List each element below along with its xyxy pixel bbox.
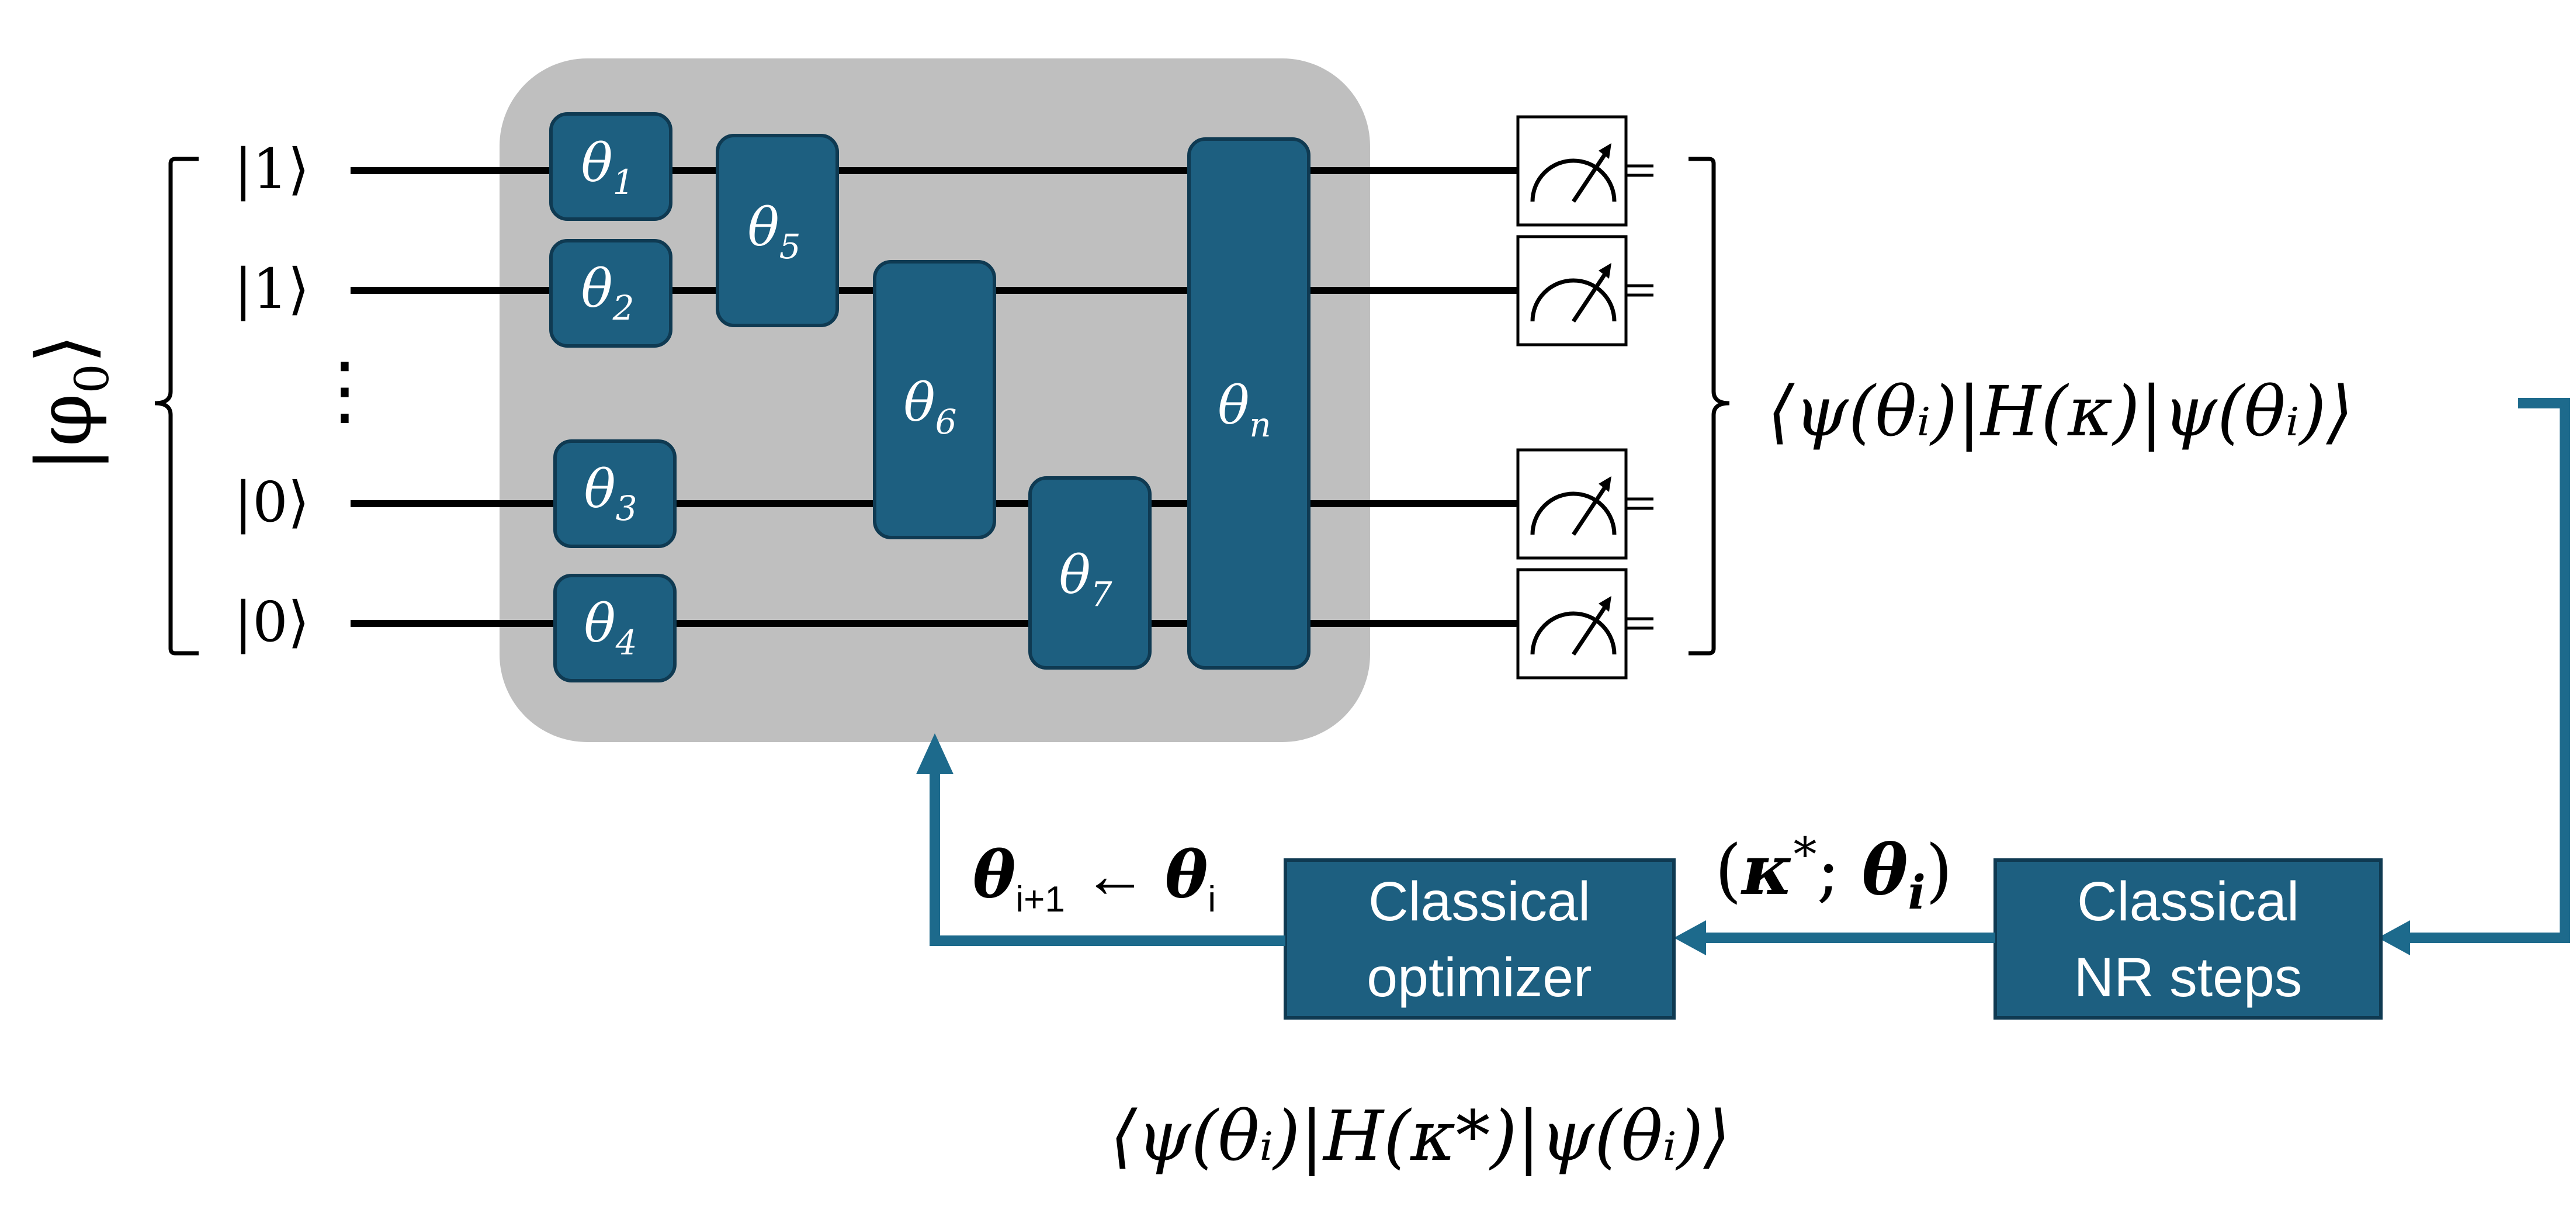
svg-text:θ5: θ5 bbox=[747, 197, 800, 266]
expectation-bottom: ⟨ψ(θᵢ)|H(κ*)|ψ(θᵢ)⟩ bbox=[1110, 1096, 1731, 1176]
qubit-label: |0⟩ bbox=[234, 590, 310, 654]
qubit-ellipsis: ⋮ bbox=[307, 345, 383, 434]
gate-theta-1: θ1 bbox=[549, 112, 672, 221]
measure-icon bbox=[1516, 448, 1628, 560]
qubit-label: |1⟩ bbox=[234, 257, 310, 321]
initial-state-label: |φ0⟩ bbox=[20, 334, 119, 472]
svg-text:NR steps: NR steps bbox=[2074, 947, 2303, 1008]
gate-theta-7: θ7 bbox=[1028, 476, 1152, 670]
svg-text:Classical: Classical bbox=[1368, 871, 1590, 933]
qubit-label: |0⟩ bbox=[234, 470, 310, 535]
expectation-top: ⟨ψ(θᵢ)|H(κ)|ψ(θᵢ)⟩ bbox=[1767, 371, 2353, 452]
qubit-label: |1⟩ bbox=[234, 137, 310, 202]
nr-steps-box: Classical NR steps bbox=[1993, 858, 2383, 1020]
gate-theta-2: θ2 bbox=[549, 239, 672, 348]
svg-text:θ4: θ4 bbox=[584, 593, 637, 663]
update-label: θi+1 ← θi bbox=[973, 837, 1216, 920]
gate-theta-n: θn bbox=[1187, 137, 1310, 670]
right-brace bbox=[1689, 157, 1730, 656]
svg-text:θ2: θ2 bbox=[581, 258, 634, 328]
svg-text:θ6: θ6 bbox=[903, 372, 956, 442]
arrow-optimizer-to-ansatz bbox=[930, 771, 1285, 946]
gate-theta-4: θ4 bbox=[553, 574, 677, 682]
left-brace bbox=[154, 157, 199, 656]
svg-text:θ1: θ1 bbox=[581, 133, 634, 202]
kappa-theta-label: (κ*; θi) bbox=[1715, 827, 1953, 920]
svg-text:|φ0⟩: |φ0⟩ bbox=[20, 334, 119, 472]
measure-icon bbox=[1516, 235, 1628, 346]
feedback-arrow-to-nr bbox=[2398, 398, 2570, 943]
gate-theta-5: θ5 bbox=[716, 134, 839, 327]
gate-theta-3: θ3 bbox=[553, 439, 677, 548]
svg-text:θ7: θ7 bbox=[1059, 545, 1112, 614]
optimizer-box: Classical optimizer bbox=[1284, 858, 1676, 1020]
measure-icon bbox=[1516, 115, 1628, 227]
svg-text:optimizer: optimizer bbox=[1367, 947, 1592, 1008]
svg-text:θ3: θ3 bbox=[584, 459, 637, 528]
svg-text:θn: θn bbox=[1218, 375, 1271, 445]
measure-icon bbox=[1516, 568, 1628, 680]
classical-outputs bbox=[1624, 164, 1653, 630]
svg-text:Classical: Classical bbox=[2077, 871, 2299, 933]
gate-theta-6: θ6 bbox=[873, 260, 996, 539]
